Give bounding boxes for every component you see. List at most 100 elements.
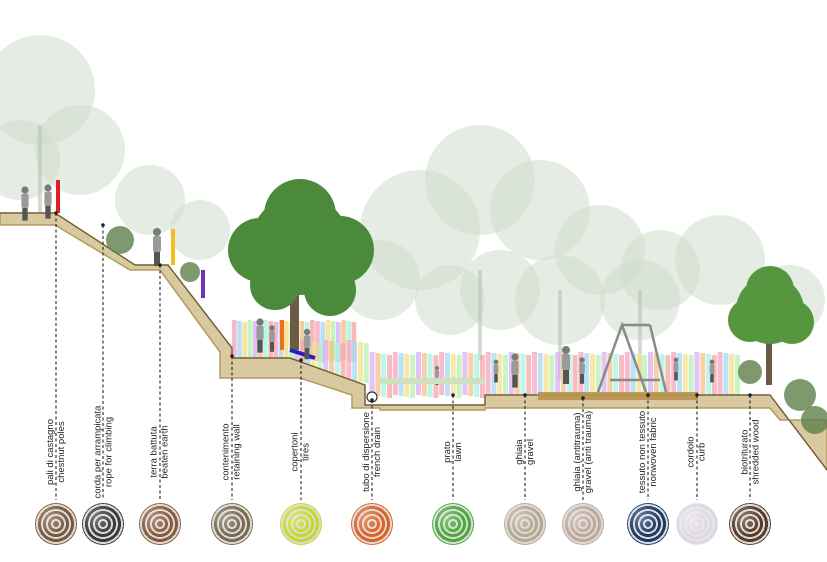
material-name-english: lawn (453, 442, 464, 462)
material-label: ghiaia (antitrauma)gravel (anti trauma) (566, 406, 600, 498)
person-body (709, 364, 715, 374)
tree-trunk (766, 330, 772, 385)
french-drain-swatch (351, 503, 393, 545)
person-head (153, 228, 161, 236)
person-legs (22, 208, 28, 221)
fence-slat (653, 353, 659, 396)
fence-slat (479, 355, 485, 398)
fence-slat (341, 320, 346, 360)
fence-slat (572, 355, 578, 398)
fence-slat (665, 355, 671, 398)
fence-slat (624, 352, 630, 395)
leader-dot (581, 396, 585, 400)
leader-dot (101, 223, 105, 227)
fog-tree-trunk (558, 290, 562, 380)
person-legs (304, 348, 310, 360)
person-body (256, 325, 264, 340)
person-body (269, 330, 275, 342)
fence-slat (439, 352, 445, 395)
shrub (106, 226, 134, 254)
fog-tree-trunk (38, 125, 42, 215)
fence-slat (369, 352, 375, 395)
fence-slat (729, 354, 735, 397)
person-head (256, 318, 264, 326)
leader-dot (451, 393, 455, 397)
person-body (303, 335, 311, 348)
person-legs (269, 342, 275, 352)
material-name-italian: ghiaia (antitrauma) (572, 412, 583, 492)
fog-tree-canopy (415, 265, 485, 335)
person-legs (154, 252, 160, 266)
leader-dot (158, 263, 162, 267)
person-silhouette (21, 186, 29, 221)
leader-dot (646, 393, 650, 397)
leader-dot (370, 398, 374, 402)
leader-dot (299, 358, 303, 362)
fence-slat (508, 352, 514, 395)
fence-slat (273, 322, 279, 362)
anti-trauma-gravel-swatch (562, 503, 604, 545)
fence-slat (584, 353, 590, 396)
material-name-italian: terra battuta (149, 426, 161, 478)
fence-slat (706, 354, 711, 397)
person-head (269, 325, 275, 331)
person-silhouette (511, 353, 519, 388)
fence-slat (421, 353, 427, 396)
fog-tree-canopy (675, 215, 765, 305)
fog-tree-canopy (115, 165, 185, 235)
material-name-english: french drain (372, 426, 383, 478)
fence-slat (445, 353, 450, 396)
person-body (493, 364, 499, 374)
fence-slat (284, 321, 289, 361)
fence-slat (711, 355, 717, 398)
material-name-english: curb (696, 442, 708, 462)
fence-slat (387, 355, 392, 398)
fence-slat (520, 354, 526, 397)
fence-slat (630, 353, 636, 396)
person-body (44, 191, 52, 206)
material-name-english: nonwoven fabric (648, 417, 660, 487)
fence-slat (358, 342, 363, 382)
fence-slat (555, 352, 561, 395)
fence-slat (247, 320, 253, 360)
fence-slat (392, 352, 398, 395)
fence-slat (237, 321, 242, 361)
fence-slat (549, 355, 555, 398)
person-legs (563, 370, 569, 384)
material-name-italian: cordolo (685, 436, 697, 468)
leader-dot (748, 393, 752, 397)
person-body (21, 193, 29, 208)
fence-slat (311, 342, 317, 382)
person-head (673, 357, 679, 363)
person-silhouette (44, 184, 52, 219)
fence-slat (642, 355, 648, 398)
fence-slat (485, 352, 491, 395)
material-name-italian: ghiaia (514, 439, 525, 465)
fog-tree-canopy (0, 120, 60, 200)
fence-slat (317, 343, 323, 383)
person-silhouette (153, 228, 161, 266)
material-name-english: tires (301, 443, 312, 461)
material-name-italian: corda per arrampicata (92, 405, 103, 499)
shrub (801, 406, 827, 434)
fence-slat (462, 352, 468, 395)
material-name-italian: contenimento (221, 423, 233, 481)
person-silhouette (493, 359, 499, 383)
fence-slat (595, 355, 601, 398)
fence-slat (323, 340, 329, 380)
person-head (435, 366, 439, 370)
yellow-pole (171, 229, 175, 265)
